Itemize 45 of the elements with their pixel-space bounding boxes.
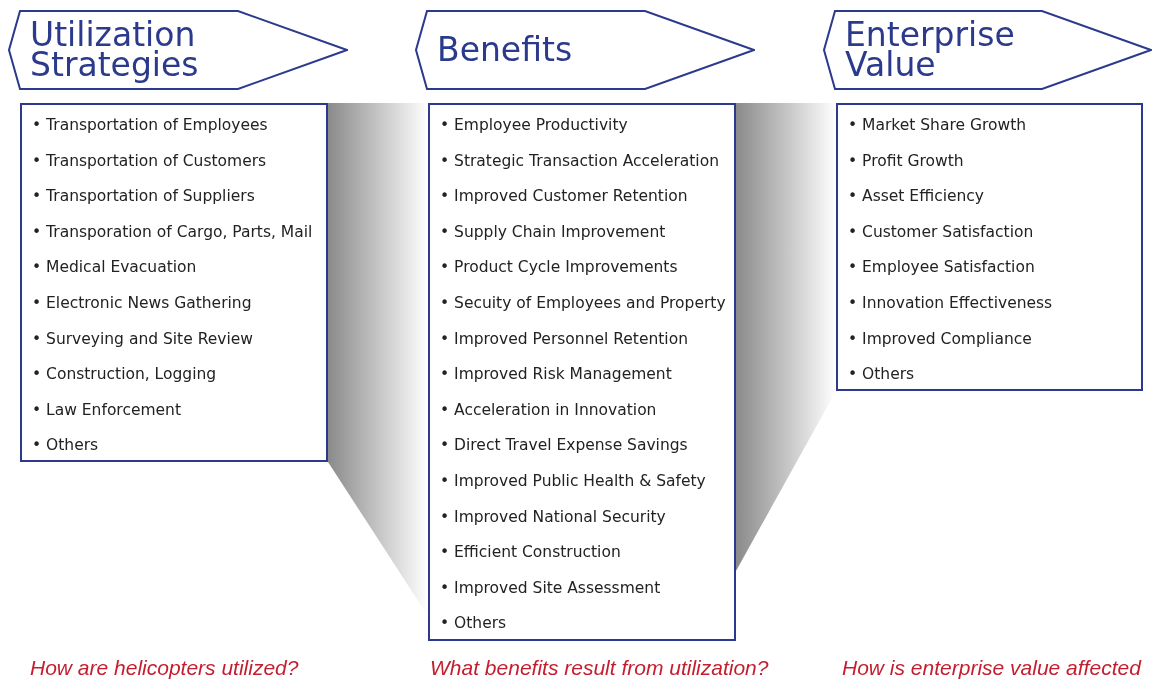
column-heading: Enterprise Value	[845, 14, 1016, 86]
list-item: • Improved Risk Management	[440, 364, 673, 386]
list-item: • Profit Growth	[848, 150, 965, 172]
list-item: • Direct Travel Expense Savings	[440, 435, 689, 457]
header-arrow	[415, 10, 755, 90]
question-text: How is enterprise value affected	[842, 656, 1141, 680]
list-item: • Customer Satisfaction	[848, 221, 1035, 243]
list-item: • Improved Site Assessment	[440, 577, 662, 599]
question-text: How are helicopters utilized?	[30, 656, 299, 680]
list-item: • Strategic Transaction Acceleration	[440, 150, 720, 172]
list-item: • Efficient Construction	[440, 542, 622, 564]
list-item: • Market Share Growth	[848, 115, 1028, 136]
list-item: • Innovation Effectiveness	[848, 292, 1054, 314]
list-item: • Construction, Logging	[32, 364, 218, 386]
question-text: What benefits result from utilization?	[430, 656, 769, 680]
list-item: • Improved Compliance	[848, 328, 1033, 350]
list-item: • Surveying and Site Review	[32, 328, 254, 350]
header-arrow	[8, 10, 348, 90]
list-item: • Secuity of Employees and Property	[440, 292, 727, 314]
list-box	[836, 103, 1143, 391]
column-heading: Benefits	[437, 29, 574, 71]
list-item: • Transportation of Customers	[32, 150, 268, 172]
list-item: • Transporation of Cargo, Parts, Mail	[32, 221, 314, 243]
list-item: • Transportation of Employees	[32, 115, 269, 136]
list-item: • Employee Satisfaction	[848, 257, 1036, 279]
list-item: • Others	[440, 613, 508, 635]
list-item: • Transportation of Suppliers	[32, 186, 256, 208]
header-arrow	[823, 10, 1152, 90]
list-item: • Acceleration in Innovation	[440, 399, 658, 421]
list-item: • Law Enforcement	[32, 399, 182, 421]
list-item: • Improved Customer Retention	[440, 186, 689, 208]
list-item: • Improved National Security	[440, 506, 667, 528]
list-item: • Improved Public Health & Safety	[440, 470, 707, 492]
list-item: • Employee Productivity	[440, 115, 629, 136]
list-item: • Asset Efficiency	[848, 186, 986, 208]
list-item: • Medical Evacuation	[32, 257, 198, 279]
column-heading: Utilization Strategies	[30, 14, 200, 86]
list-item: • Supply Chain Improvement	[440, 221, 667, 243]
list-box	[428, 103, 736, 641]
list-item: • Improved Personnel Retention	[440, 328, 689, 350]
list-item: • Others	[32, 435, 100, 457]
list-item: • Others	[848, 364, 916, 386]
list-item: • Electronic News Gathering	[32, 292, 253, 314]
list-box	[20, 103, 328, 462]
list-item: • Product Cycle Improvements	[440, 257, 679, 279]
